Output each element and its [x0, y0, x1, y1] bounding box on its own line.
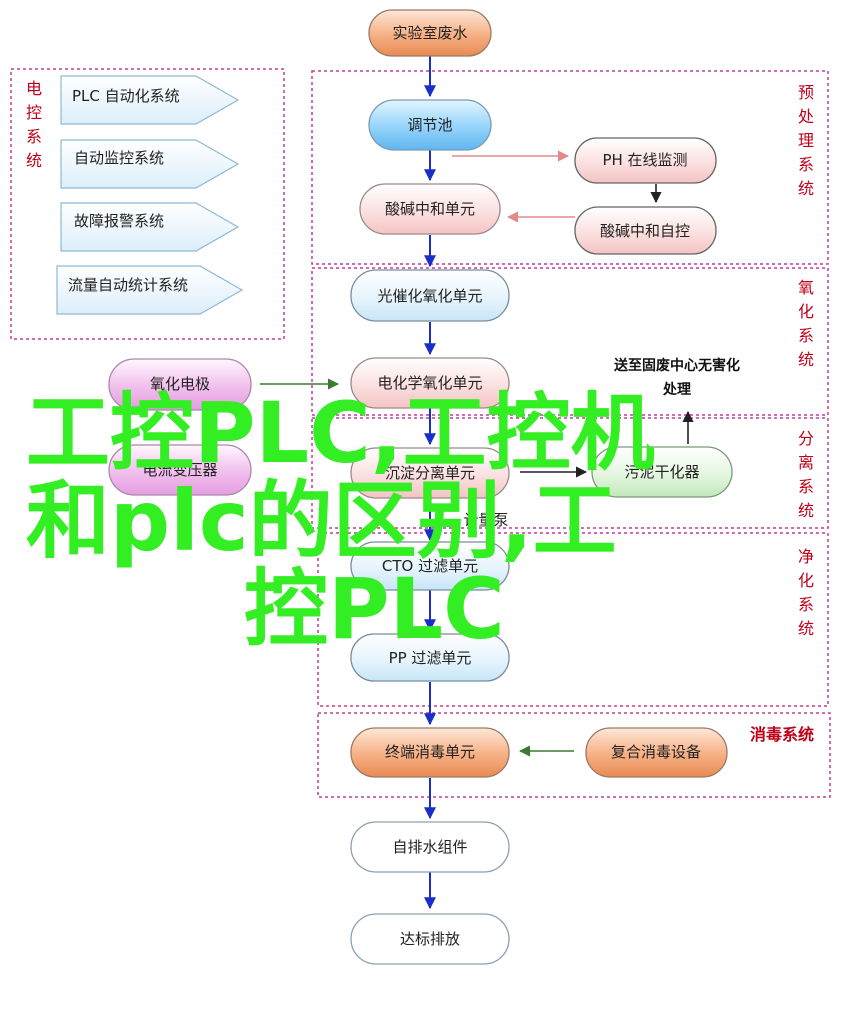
plc-panel-label: 电控系统 — [26, 79, 42, 170]
plc-panel-frame — [10, 68, 285, 340]
compliant-discharge-label: 达标排放 — [400, 930, 460, 948]
plc-item-shapes — [56, 75, 244, 315]
regulating-pool-label: 调节池 — [407, 116, 452, 134]
acid-base-control-label: 酸碱中和自控 — [600, 222, 690, 240]
drain-module-node — [350, 821, 510, 873]
pretreatment-label: 预处理系统 — [798, 83, 814, 198]
plc-item-label: PLC 自动化系统 — [72, 87, 180, 105]
electrochemical-label: 电化学氧化单元 — [377, 374, 482, 392]
overlay-line-2: 和plc的区别,工 — [26, 472, 617, 570]
plc-item-label: 自动监控系统 — [74, 149, 164, 167]
composite-disinfection-label: 复合消毒设备 — [611, 743, 701, 761]
sediment-unit-label: 沉淀分离单元 — [385, 464, 475, 482]
side-connectors — [260, 150, 694, 757]
plc-item-label: 故障报警系统 — [74, 212, 164, 230]
lab-waste-node — [368, 9, 492, 57]
regulating-pool-node — [368, 99, 492, 151]
sludge-dryer-node — [591, 446, 733, 498]
plc-item-shape — [60, 75, 240, 125]
process-nodes — [108, 9, 733, 965]
vertical-labels: 电控系统 预处理系统 氧化系统 分离系统 净化系统 消毒系统 — [26, 79, 814, 744]
purification-frame — [317, 532, 829, 707]
purification-label: 净化系统 — [798, 547, 814, 638]
dosing-pump-label: 计量泵 — [463, 511, 508, 529]
disinfection-frame — [317, 712, 831, 798]
cto-filter-label: CTO 过滤单元 — [382, 557, 478, 575]
lab-waste-label: 实验室废水 — [392, 24, 467, 42]
cto-filter-node — [350, 541, 510, 591]
node-labels: 实验室废水 调节池 酸碱中和单元 PH 在线监测 酸碱中和自控 光催化氧化单元 … — [142, 24, 701, 948]
composite-disinfection-node — [585, 727, 728, 778]
pretreatment-frame — [311, 70, 829, 265]
electrochemical-node — [350, 357, 510, 409]
oxidation-frame — [311, 267, 829, 416]
sludge-dryer-label: 污泥干化器 — [624, 463, 699, 481]
acid-base-unit-node — [359, 183, 501, 235]
separation-frame — [311, 417, 829, 529]
acid-base-control-node — [574, 206, 717, 255]
harmless-center-line: 处理 — [662, 381, 691, 398]
pp-filter-node — [350, 633, 510, 682]
section-frames — [10, 68, 831, 798]
disinfection-label: 消毒系统 — [750, 725, 814, 744]
drain-module-label: 自排水组件 — [392, 838, 467, 856]
ph-monitor-node — [574, 137, 717, 184]
harmless-center-label: 送至固废中心无害化 处理 — [613, 357, 740, 398]
ph-monitor-label: PH 在线监测 — [602, 151, 687, 169]
separation-label: 分离系统 — [798, 429, 814, 520]
rectifier-node — [108, 444, 252, 496]
terminal-disinfection-node — [350, 727, 510, 778]
photocatalytic-node — [350, 269, 510, 322]
harmless-center-line: 送至固废中心无害化 — [613, 357, 740, 374]
compliant-discharge-node — [350, 913, 510, 965]
plc-item-labels: PLC 自动化系统 自动监控系统 故障报警系统 流量自动统计系统 — [68, 87, 188, 294]
overlay-line-3: 控PLC — [244, 560, 505, 658]
rectifier-label: 电流变压器 — [142, 461, 217, 479]
plc-item-label: 流量自动统计系统 — [68, 276, 188, 294]
photocatalytic-label: 光催化氧化单元 — [377, 287, 482, 305]
oxidation-electrode-label: 氧化电极 — [150, 375, 210, 393]
acid-base-unit-label: 酸碱中和单元 — [385, 200, 475, 218]
plc-item-shape — [60, 202, 240, 252]
plc-item-shape — [60, 139, 240, 189]
overlay-line-1: 工控PLC,工控机 — [26, 384, 655, 482]
sediment-unit-node — [350, 447, 510, 499]
pp-filter-label: PP 过滤单元 — [389, 649, 472, 667]
terminal-disinfection-label: 终端消毒单元 — [385, 743, 475, 761]
plc-item-shape — [56, 265, 244, 315]
oxidation-electrode-node — [108, 358, 252, 411]
oxidation-label: 氧化系统 — [798, 278, 814, 369]
